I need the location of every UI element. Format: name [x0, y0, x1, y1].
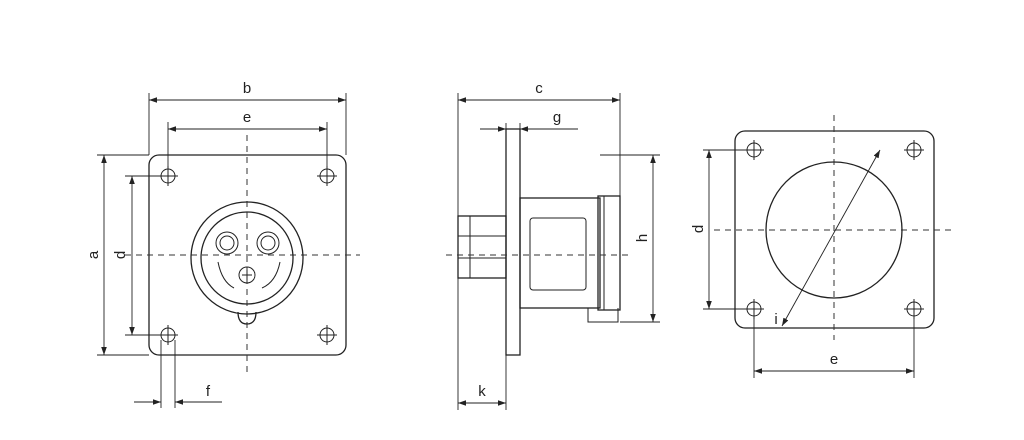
dimension-e-label: e — [243, 109, 251, 126]
mounting-hole-top-right — [317, 166, 337, 186]
housing-body — [519, 197, 601, 309]
panel-hole-top-left — [744, 140, 764, 160]
mounting-flange — [505, 128, 521, 356]
dimension-i-line — [781, 149, 881, 327]
panel-dimension-e-label: e — [830, 351, 838, 368]
socket-key-notch — [237, 311, 257, 325]
side-view: c g h k — [446, 80, 660, 410]
dimension-a-label: a — [85, 250, 102, 259]
socket-inner-ring — [200, 211, 294, 305]
panel-hole-top-right — [904, 140, 924, 160]
socket-pin-right — [256, 231, 280, 255]
mounting-hole-top-left — [158, 166, 178, 186]
panel-hole-bottom-right — [904, 299, 924, 319]
socket-earth-pin — [238, 266, 256, 284]
lid-hinge — [587, 308, 619, 323]
panel-cutout-view: i d e — [690, 115, 956, 378]
dimension-h-label: h — [634, 234, 651, 242]
socket-outer-ring — [190, 201, 304, 315]
mounting-hole-bottom-right — [317, 325, 337, 345]
front-view: b e a d f — [85, 80, 360, 408]
front-collar — [597, 195, 621, 311]
dimension-f-label: f — [206, 383, 211, 400]
panel-hole-bottom-left — [744, 299, 764, 319]
socket-pin-guide-arc-right — [261, 261, 281, 289]
dimension-g-label: g — [553, 109, 561, 126]
dimension-i-label: i — [774, 311, 777, 328]
dimension-c-label: c — [535, 80, 543, 97]
mounting-hole-bottom-left — [158, 325, 178, 345]
dimension-k-label: k — [478, 383, 486, 400]
socket-pin-guide-arc — [217, 261, 235, 289]
dimension-d-label: d — [112, 251, 129, 259]
dimension-b-label: b — [243, 80, 251, 97]
rear-plug-stub — [457, 215, 507, 279]
panel-dimension-d-label: d — [690, 225, 707, 233]
socket-pin-left — [215, 231, 239, 255]
housing-window — [529, 217, 587, 291]
